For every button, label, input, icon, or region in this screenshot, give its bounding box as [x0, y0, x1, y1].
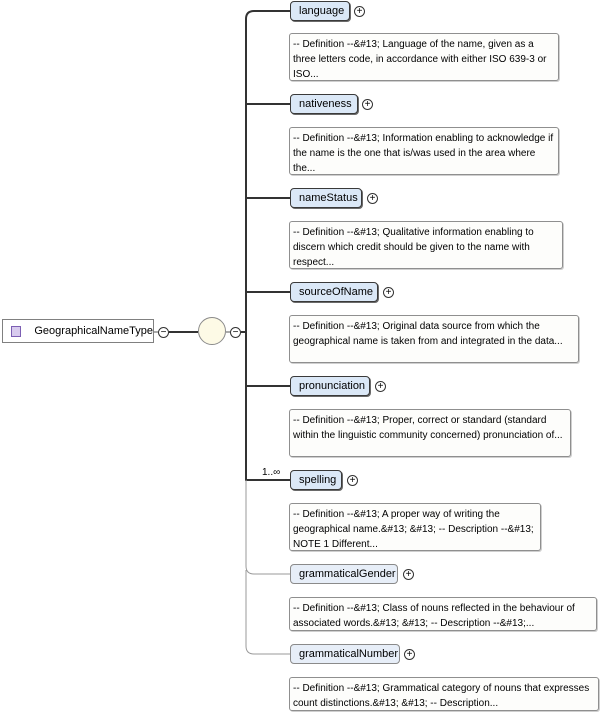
doc-sourceofname: -- Definition --&#13; Original data sour… — [289, 315, 579, 363]
doc-language: -- Definition --&#13; Language of the na… — [289, 33, 559, 81]
sequence-compositor[interactable] — [198, 317, 226, 345]
doc-pronunciation: -- Definition --&#13; Proper, correct or… — [289, 409, 571, 457]
expand-icon[interactable]: + — [383, 287, 394, 298]
doc-grammaticalnumber: -- Definition --&#13; Grammatical catego… — [289, 677, 599, 711]
complex-type-icon — [11, 325, 22, 337]
element-grammaticalnumber[interactable]: grammaticalNumber — [290, 644, 400, 664]
expand-icon[interactable]: + — [367, 193, 378, 204]
root-collapse-icon[interactable]: − — [158, 327, 169, 338]
element-nativeness[interactable]: nativeness — [290, 94, 358, 114]
expand-icon[interactable]: + — [362, 99, 373, 110]
doc-spelling: -- Definition --&#13; A proper way of wr… — [289, 503, 541, 551]
doc-namestatus: -- Definition --&#13; Qualitative inform… — [289, 221, 563, 269]
root-type-box[interactable]: GeographicalNameType — [2, 319, 154, 343]
expand-icon[interactable]: + — [403, 569, 414, 580]
trunk-optional — [245, 480, 290, 575]
sequence-collapse-icon[interactable]: − — [230, 327, 241, 338]
doc-nativeness: -- Definition --&#13; Information enabli… — [289, 127, 559, 175]
expand-icon[interactable]: + — [354, 6, 365, 17]
doc-grammaticalgender: -- Definition --&#13; Class of nouns ref… — [289, 597, 597, 631]
expand-icon[interactable]: + — [347, 475, 358, 486]
trunk-required — [245, 10, 290, 481]
element-namestatus[interactable]: nameStatus — [290, 188, 362, 208]
element-language[interactable]: language — [290, 1, 350, 21]
element-spelling[interactable]: spelling — [290, 470, 342, 490]
element-sourceofname[interactable]: sourceOfName — [290, 282, 378, 302]
element-pronunciation[interactable]: pronunciation — [290, 376, 370, 396]
occurrence-label: 1..∞ — [262, 467, 281, 478]
root-type-label: GeographicalNameType — [34, 325, 153, 337]
expand-icon[interactable]: + — [404, 649, 415, 660]
branch-grammaticalnumber — [245, 570, 290, 655]
expand-icon[interactable]: + — [375, 381, 386, 392]
element-grammaticalgender[interactable]: grammaticalGender — [290, 564, 398, 584]
